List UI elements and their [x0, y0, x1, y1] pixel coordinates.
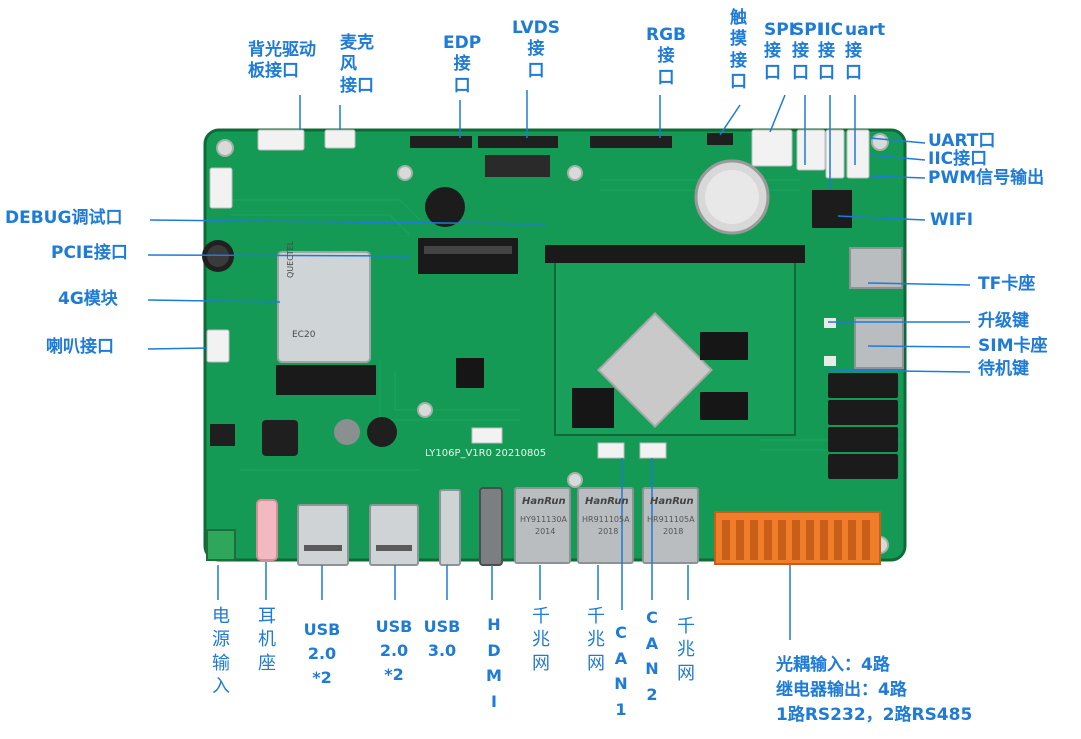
label-4g: 4G模块 [58, 289, 118, 309]
jack-brand-1: HanRun [522, 496, 566, 507]
label-usb30: USB 3.0 [423, 617, 461, 660]
label-pwm: PWM信号输出 [928, 168, 1045, 188]
label-iic-port: IIC接口 [928, 149, 988, 169]
label-pcie: PCIE接口 [51, 243, 128, 263]
upgrade-button-part [824, 318, 836, 328]
label-power: 电源输入 [212, 606, 230, 698]
label-gbe3: 千兆网 [677, 616, 695, 684]
label-standby: 待机键 [978, 359, 1029, 379]
jack-code-3: HR911105A [647, 515, 695, 524]
label-speaker: 喇叭接口 [46, 337, 114, 357]
label-wifi: WIFI [930, 210, 974, 230]
ec20-text: EC20 [292, 330, 316, 340]
sim-slot [854, 317, 904, 369]
board-model-text: LY106P_V1R0 20210805 [425, 448, 547, 459]
label-usb20a: USB 2.0 *2 [303, 620, 341, 687]
ethernet-jacks [514, 487, 699, 564]
emmc-chip [456, 358, 484, 388]
buzzer [425, 187, 465, 227]
annotation-lines [147, 90, 971, 640]
label-backlight: 背光驱动 板接口 [248, 40, 316, 82]
label-iic: IIC 接 口 [818, 20, 844, 83]
ram-chip-1 [700, 332, 748, 360]
earphone-jack [256, 499, 278, 561]
standby-button-part [824, 356, 836, 366]
label-tf: TF卡座 [978, 274, 1036, 294]
label-hdmi: HDMI [486, 615, 502, 711]
fpc-connectors [410, 133, 733, 177]
relays [828, 373, 898, 479]
label-debug: DEBUG调试口 [5, 208, 123, 228]
note-optocoupler: 光耦输入：4路 [776, 655, 890, 675]
label-spi: SPI 接 口 [764, 20, 796, 83]
cpu-chip [597, 312, 713, 428]
label-edp: EDP 接 口 [443, 33, 482, 96]
label-earphone: 耳机座 [258, 606, 276, 674]
quectel-text: QUECTEL [286, 240, 295, 278]
note-serial: 1路RS232，2路RS485 [776, 705, 973, 725]
label-rgb: RGB 接 口 [646, 25, 687, 88]
label-touch: 触 摸 接 口 [730, 8, 747, 92]
wifi-chip [812, 190, 852, 228]
ram-chip-2 [700, 392, 748, 420]
pcie-slot [418, 238, 518, 274]
label-mic: 麦克 风 接口 [340, 33, 374, 96]
label-uart: uart 接 口 [845, 20, 886, 83]
tf-slot [849, 247, 903, 289]
label-sim: SIM卡座 [978, 336, 1048, 356]
label-spi2: SPI 接 口 [792, 20, 824, 83]
pmic-chip [572, 388, 614, 428]
power-connector [206, 529, 236, 561]
jack-year-3: 2018 [663, 527, 684, 536]
jack-code-2: HR911105A [582, 515, 630, 524]
jack-brand-2: HanRun [585, 496, 629, 507]
note-relay: 继电器输出：4路 [776, 680, 907, 700]
label-can2: CAN2 [645, 608, 659, 704]
jack-code-1: HY911130A [520, 515, 567, 524]
label-uart-port: UART口 [928, 131, 996, 151]
label-lvds: LVDS 接 口 [512, 18, 561, 81]
hdmi-port [479, 487, 503, 566]
jack-brand-3: HanRun [650, 496, 694, 507]
label-gbe1: 千兆网 [532, 606, 550, 674]
jack-year-1: 2014 [535, 527, 556, 536]
label-gbe2: 千兆网 [587, 606, 605, 674]
top-connectors [209, 129, 870, 209]
label-can1: CAN1 [614, 623, 628, 719]
label-upgrade: 升级键 [978, 311, 1029, 331]
jack-year-2: 2018 [598, 527, 619, 536]
label-usb20b: USB 2.0 *2 [375, 617, 413, 684]
4g-module [277, 251, 371, 363]
